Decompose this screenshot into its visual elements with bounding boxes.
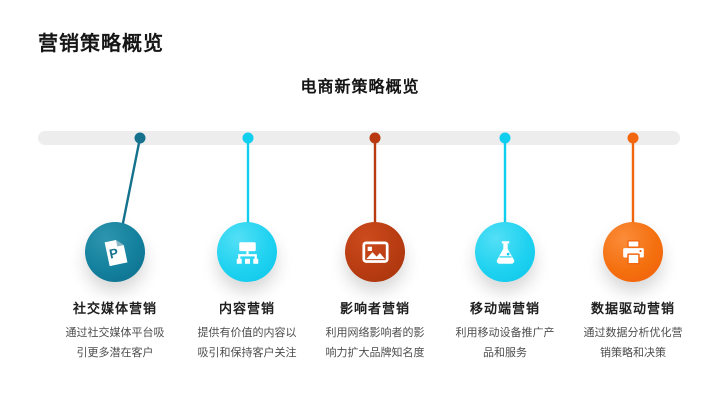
sitemap-icon xyxy=(236,241,258,264)
flask-icon xyxy=(496,240,514,264)
page-title: 营销策略概览 xyxy=(38,33,164,55)
item-description: 通过数据分析优化营销策略和决策 xyxy=(583,327,683,359)
item-title: 影响者营销 xyxy=(339,301,410,316)
item-description: 利用网络影响者的影响力扩大品牌知名度 xyxy=(325,327,425,359)
image-icon xyxy=(361,241,389,263)
item-description: 通过社交媒体平台吸引更多潜在客户 xyxy=(65,327,165,359)
svg-text:P: P xyxy=(107,245,119,262)
item-circle-social-media: P xyxy=(85,222,145,282)
timeline-bar xyxy=(38,131,680,145)
connector-line-1 xyxy=(119,136,142,235)
item-description: 提供有价值的内容以吸引和保持客户关注 xyxy=(197,327,297,359)
item-mobile: 移动端营销 利用移动设备推广产品和服务 xyxy=(438,298,572,363)
diagram-subtitle: 电商新策略概览 xyxy=(300,79,420,96)
item-circle-content xyxy=(217,222,277,282)
item-data-driven: 数据驱动营销 通过数据分析优化营销策略和决策 xyxy=(566,298,700,363)
document-p-icon: P xyxy=(104,239,127,266)
item-title: 数据驱动营销 xyxy=(590,301,675,316)
item-title: 社交媒体营销 xyxy=(72,301,157,316)
item-circle-data-driven xyxy=(603,222,663,282)
item-content: 内容营销 提供有价值的内容以吸引和保持客户关注 xyxy=(180,298,314,363)
item-circle-influencer xyxy=(345,222,405,282)
item-influencer: 影响者营销 利用网络影响者的影响力扩大品牌知名度 xyxy=(308,298,442,363)
printer-icon xyxy=(622,239,644,265)
item-circle-mobile xyxy=(475,222,535,282)
item-description: 利用移动设备推广产品和服务 xyxy=(455,327,555,359)
item-title: 移动端营销 xyxy=(469,301,540,316)
item-title: 内容营销 xyxy=(218,301,275,316)
item-social-media: 社交媒体营销 通过社交媒体平台吸引更多潜在客户 xyxy=(48,298,182,363)
